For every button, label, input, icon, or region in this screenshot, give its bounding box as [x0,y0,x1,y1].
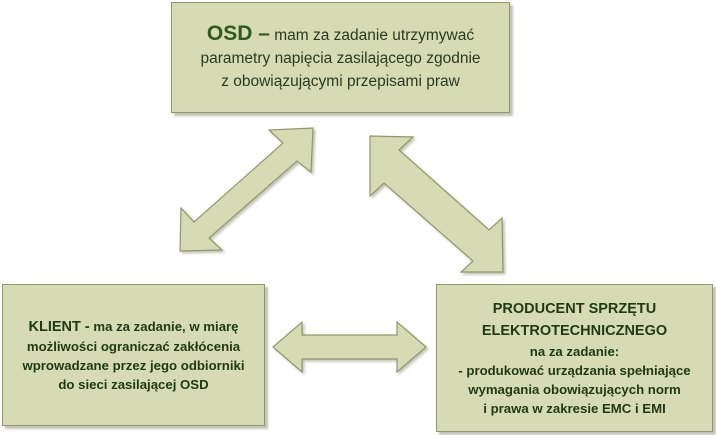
producent-line-2: - produkować urządzania spełniające [458,363,691,378]
double-arrow-osd-klient [179,127,314,252]
producent-title-1: PRODUCENT SPRZĘTU [492,301,657,317]
osd-line-3: z obowiązującymi przepisami praw [221,73,460,90]
klient-box: KLIENT - ma za zadanie, w miarę możliwoś… [2,284,265,426]
osd-heading: OSD – [206,22,270,45]
producent-line-3: wymagania obowiązujących norm [468,382,681,397]
producent-line-1: na za zadanie: [529,344,620,359]
klient-heading: KLIENT - [28,318,90,335]
producent-title-2: ELEKTROTECHNICZNEGO [481,323,668,339]
osd-line-1-text: mam za zadanie utrzymywać [269,27,475,44]
osd-line-1: OSD – mam za zadanie utrzymywać [207,22,474,47]
klient-text: KLIENT - ma za zadanie, w miarę możliwoś… [13,317,254,394]
double-arrow-klient-producent [272,320,427,374]
osd-box: OSD – mam za zadanie utrzymywać parametr… [171,2,510,113]
double-arrow-osd-producent [369,135,504,273]
producent-line-4: i prawa w zakresie EMC i EMI [483,401,666,416]
klient-description: ma za zadanie, w miarę możliwości ograni… [22,318,245,392]
osd-line-2: parametry napięcia zasilającego zgodnie [200,50,481,67]
producent-box: PRODUCENT SPRZĘTU ELEKTROTECHNICZNEGO na… [436,284,713,432]
